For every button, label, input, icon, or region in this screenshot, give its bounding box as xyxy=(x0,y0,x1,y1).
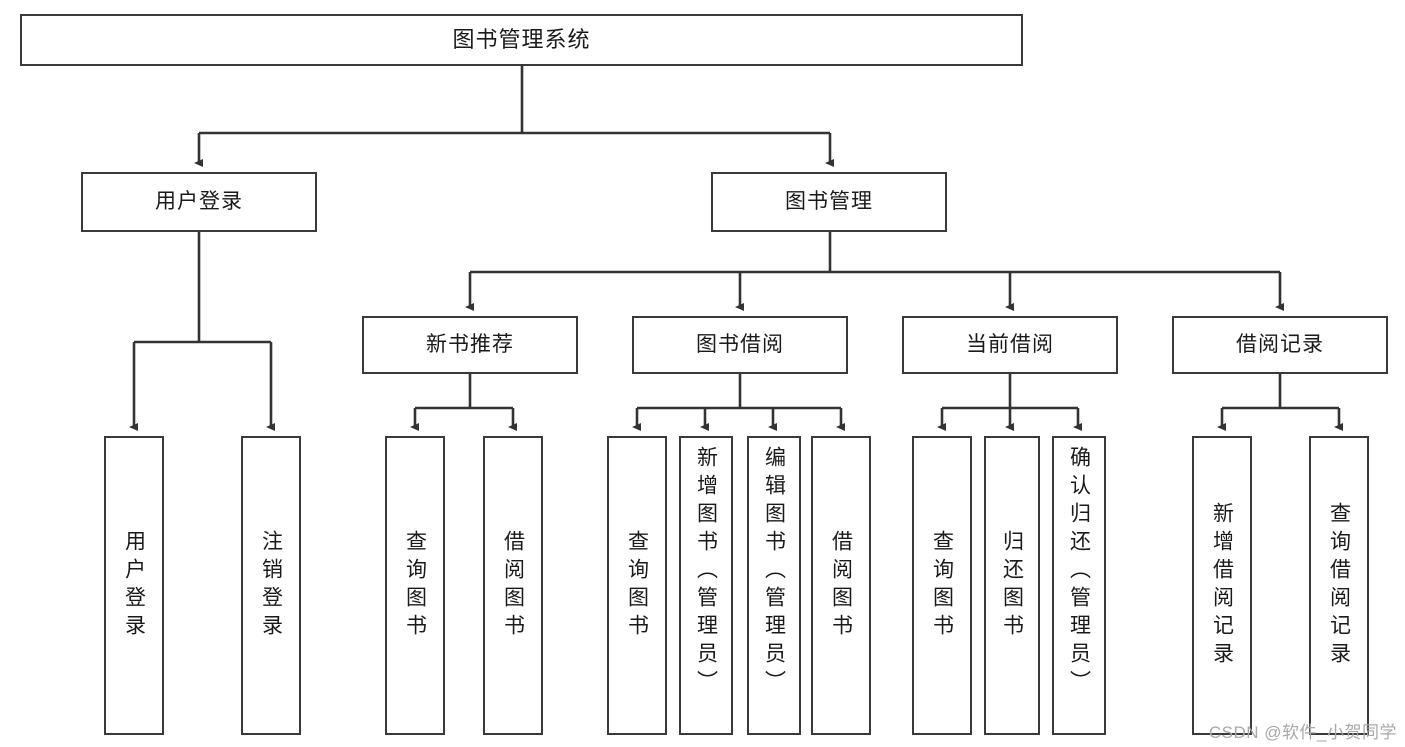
leaf-borrow-record-query-record[interactable]: 查询借阅记录 xyxy=(1309,436,1369,735)
node-label: 新书推荐 xyxy=(426,332,514,356)
node-new-book-recommendation[interactable]: 新书推荐 xyxy=(362,316,578,374)
leaf-user-login-login[interactable]: 用户登录 xyxy=(104,436,164,735)
node-label: 确认归还（管理员） xyxy=(1067,446,1091,698)
node-label: 归还图书 xyxy=(1000,529,1024,642)
node-current-borrowing[interactable]: 当前借阅 xyxy=(902,316,1118,374)
node-label: 注销登录 xyxy=(259,529,283,642)
leaf-user-login-logout[interactable]: 注销登录 xyxy=(241,436,301,735)
leaf-new-book-borrow-book[interactable]: 借阅图书 xyxy=(483,436,543,735)
leaf-book-borrow-borrow-book[interactable]: 借阅图书 xyxy=(811,436,871,735)
node-book-borrowing[interactable]: 图书借阅 xyxy=(632,316,848,374)
node-label: 图书管理 xyxy=(785,189,873,213)
node-user-login[interactable]: 用户登录 xyxy=(81,172,317,232)
node-label: 查询图书 xyxy=(625,529,649,642)
leaf-new-book-query-book[interactable]: 查询图书 xyxy=(385,436,445,735)
node-label: 编辑图书（管理员） xyxy=(762,446,786,698)
node-book-management[interactable]: 图书管理 xyxy=(711,172,947,232)
node-label: 新增借阅记录 xyxy=(1210,501,1234,670)
node-label: 借阅记录 xyxy=(1236,332,1324,356)
leaf-borrow-record-add-record[interactable]: 新增借阅记录 xyxy=(1192,436,1252,735)
node-label: 图书借阅 xyxy=(696,332,784,356)
node-root-book-management-system[interactable]: 图书管理系统 xyxy=(20,14,1023,66)
leaf-current-borrow-return-book[interactable]: 归还图书 xyxy=(984,436,1040,735)
leaf-book-borrow-query-book[interactable]: 查询图书 xyxy=(607,436,667,735)
leaf-current-borrow-confirm-return-admin[interactable]: 确认归还（管理员） xyxy=(1052,436,1106,735)
node-label: 新增图书（管理员） xyxy=(694,446,718,698)
node-label: 图书管理系统 xyxy=(452,27,591,53)
node-label: 用户登录 xyxy=(122,529,146,642)
leaf-book-borrow-edit-book-admin[interactable]: 编辑图书（管理员） xyxy=(747,436,801,735)
node-label: 查询借阅记录 xyxy=(1327,501,1351,670)
node-borrowing-record[interactable]: 借阅记录 xyxy=(1172,316,1388,374)
node-label: 借阅图书 xyxy=(829,529,853,642)
node-label: 查询图书 xyxy=(403,529,427,642)
node-label: 查询图书 xyxy=(930,529,954,642)
leaf-current-borrow-query-book[interactable]: 查询图书 xyxy=(912,436,972,735)
csdn-watermark: CSDN @软件_小贺同学 xyxy=(1208,723,1397,742)
node-label: 用户登录 xyxy=(155,189,243,213)
node-label: 当前借阅 xyxy=(966,332,1054,356)
node-label: 借阅图书 xyxy=(501,529,525,642)
leaf-book-borrow-add-book-admin[interactable]: 新增图书（管理员） xyxy=(679,436,733,735)
